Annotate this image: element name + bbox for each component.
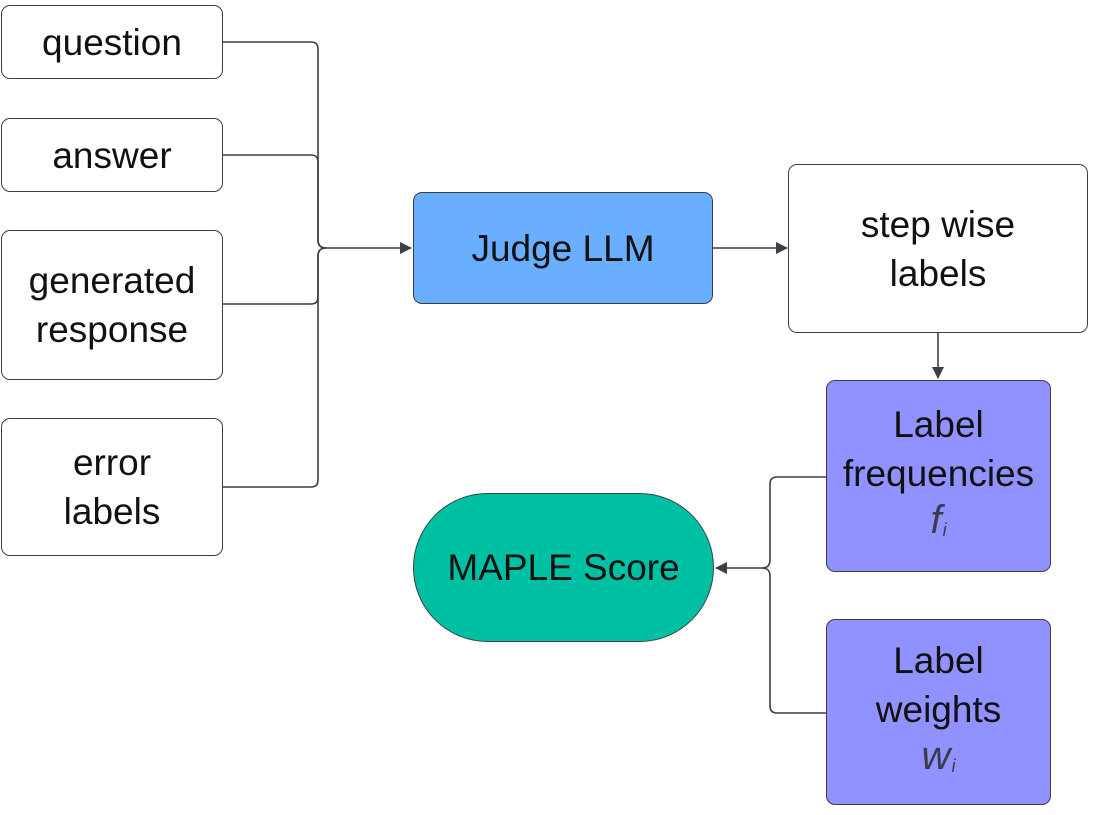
question-box: question: [1, 5, 223, 79]
label-frequencies-line-2: frequencies: [842, 453, 1035, 494]
weight-symbol-letter: w: [921, 734, 951, 778]
answer-box: answer: [1, 118, 223, 192]
connector-question-to-judge: [223, 41, 412, 254]
label-frequencies-box: Label frequencies fi: [826, 380, 1051, 572]
connector-answer-to-judge: [223, 154, 327, 249]
question-label: question: [42, 21, 182, 63]
frequency-symbol-subscript: i: [942, 520, 947, 540]
generated-response-label-line-2: response: [35, 309, 189, 350]
label-frequencies-line-1: Label: [893, 404, 984, 445]
step-wise-labels-box: step wise labels: [788, 164, 1088, 333]
maple-score-node: MAPLE Score: [413, 493, 714, 642]
connector-response-to-judge: [223, 247, 327, 305]
weight-symbol-subscript: i: [951, 756, 956, 776]
error-labels-box: error labels: [1, 418, 223, 556]
connector-weights-to-score: [761, 567, 826, 714]
error-labels-label-line-2: labels: [63, 491, 161, 532]
weight-symbol: wi: [922, 734, 956, 788]
step-wise-labels-line-2: labels: [889, 252, 987, 294]
judge-llm-box: Judge LLM: [413, 192, 713, 304]
label-weights-line-2: weights: [875, 689, 1002, 730]
judge-llm-label: Judge LLM: [471, 227, 655, 269]
label-weights-line-1: Label: [893, 640, 984, 681]
connector-error-labels-to-judge: [223, 247, 327, 488]
connector-frequencies-to-score: [715, 476, 826, 574]
maple-score-label: MAPLE Score: [447, 547, 680, 588]
frequency-symbol-letter: f: [930, 498, 942, 542]
error-labels-label-line-1: error: [72, 442, 152, 483]
step-wise-labels-line-1: step wise: [860, 203, 1016, 245]
answer-label: answer: [52, 134, 172, 176]
frequency-symbol: fi: [930, 498, 946, 552]
label-weights-box: Label weights wi: [826, 619, 1051, 805]
generated-response-label-line-1: generated: [28, 260, 196, 301]
generated-response-box: generated response: [1, 230, 223, 380]
